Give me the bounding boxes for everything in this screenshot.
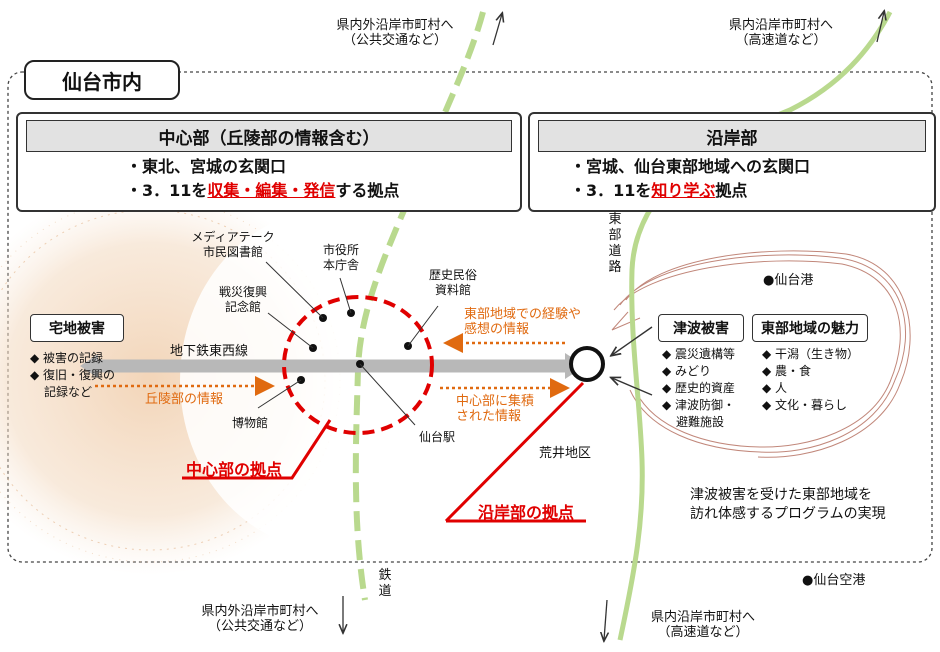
east-exp-label: 東部地域での経験や感想の情報 (464, 307, 582, 337)
museum-label: 博物館 (232, 416, 269, 430)
area-title: 仙台市内 (24, 60, 180, 100)
list-item: ◆ 干潟（生き物） (762, 347, 860, 361)
mediatheque-label: メディアテーク市民図書館 (191, 230, 275, 259)
central-base-leader (182, 419, 332, 480)
central-base-label: 中心部の拠点 (186, 460, 283, 479)
list-item: ◆ 復旧・復興の (30, 368, 116, 382)
railway-line (352, 11, 486, 601)
coastal-hub-circle (569, 346, 605, 382)
coastal-line-1: ・宮城、仙台東部地域への玄関口 (570, 157, 811, 176)
list-item: ◆ 文化・暮らし (762, 398, 848, 412)
list-item: ◆ みどり (662, 364, 712, 378)
list-item: ◆ 人 (762, 381, 788, 395)
list-item: ◆ 津波防御・ (662, 398, 736, 412)
coastal-header: 沿岸部 (538, 120, 926, 152)
east-charm-list: ◆ 干潟（生き物） ◆ 農・食 ◆ 人 ◆ 文化・暮らし (762, 346, 859, 414)
hill-info-label: 丘陵部の情報 (145, 392, 224, 407)
coastal-highlight: 知り学ぶ (651, 181, 716, 200)
central-header: 中心部（丘陵部の情報含む） (26, 120, 512, 152)
sendai-port-label: ●仙台港 (763, 273, 814, 288)
central-line-2: ・3．11を収集・編集・発信する拠点 (126, 181, 400, 200)
coastal-base-leader (444, 381, 586, 523)
coastal-base-label: 沿岸部の拠点 (478, 503, 575, 522)
central-panel: 中心部（丘陵部の情報含む） ・東北、宮城の玄関口 ・3．11を収集・編集・発信す… (16, 112, 522, 212)
arai-label: 荒井地区 (539, 446, 592, 461)
station-label: 仙台駅 (419, 430, 456, 444)
tsunami-title: 津波被害 (658, 314, 744, 342)
list-item: 避難施設 (676, 415, 725, 429)
sendai-airport-label: ●仙台空港 (802, 573, 866, 588)
ext-top-right: 県内沿岸市町村へ（高速道など） (728, 18, 833, 48)
program-text: 津波被害を受けた東部地域を訪れ体感するプログラムの実現 (690, 487, 886, 522)
east-area-sketch (611, 250, 911, 458)
subway-label: 地下鉄東西線 (170, 344, 249, 359)
central-highlight: 収集・編集・発信 (207, 181, 336, 200)
central-line-1: ・東北、宮城の玄関口 (126, 157, 287, 176)
tsunami-list: ◆ 震災遺構等 ◆ みどり ◆ 歴史的資産 ◆ 津波防御・ 避難施設 (662, 346, 735, 431)
folk-museum-label: 歴史民俗資料館 (428, 268, 477, 297)
east-road-line (617, 10, 893, 641)
cityhall-label: 市役所本庁舎 (322, 243, 359, 272)
list-item: ◆ 歴史的資産 (662, 381, 736, 395)
ext-top-left: 県内外沿岸市町村へ（公共交通など） (336, 18, 454, 48)
list-item: ◆ 農・食 (762, 364, 812, 378)
east-road-label: 東部道路 (608, 212, 622, 275)
railway-label: 鉄道 (378, 568, 392, 599)
residential-list: ◆ 被害の記録 ◆ 復旧・復興の 記録など (30, 350, 115, 401)
east-charm-title: 東部地域の魅力 (752, 314, 868, 342)
ext-bottom-left: 県内外沿岸市町村へ（公共交通など） (201, 604, 319, 634)
coastal-line-2: ・3．11を知り学ぶ拠点 (570, 181, 748, 200)
ext-bottom-right: 県内沿岸市町村へ（高速道など） (650, 610, 755, 640)
central-info-label: 中心部に集積された情報 (456, 394, 535, 424)
coastal-panel: 沿岸部 ・宮城、仙台東部地域への玄関口 ・3．11を知り学ぶ拠点 (528, 112, 936, 212)
central-hub-circle (282, 295, 434, 435)
warmemorial-label: 戦災復興記念館 (218, 285, 267, 314)
list-item: ◆ 被害の記録 (30, 351, 104, 365)
list-item: ◆ 震災遺構等 (662, 347, 736, 361)
list-item: 記録など (44, 385, 93, 399)
residential-title: 宅地被害 (30, 314, 124, 342)
